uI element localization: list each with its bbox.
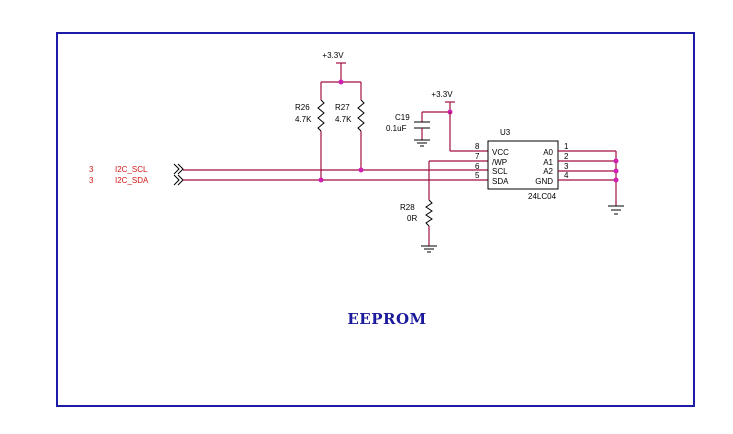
power-symbol-top: +3.3V xyxy=(321,51,361,85)
pin-num-2: 2 xyxy=(564,152,569,161)
junction xyxy=(318,177,324,183)
pin-name-wp: /WP xyxy=(492,158,507,167)
resistor-r26: R26 4.7K xyxy=(295,82,325,180)
chip-body xyxy=(487,140,559,190)
sheet-frame xyxy=(56,32,695,407)
chip-ref: U3 xyxy=(500,128,511,137)
net-sheet-sda: 3 xyxy=(89,176,94,185)
pin-name-sda: SDA xyxy=(492,177,509,186)
r28-ref: R28 xyxy=(400,203,415,212)
pin-num-1: 1 xyxy=(564,142,569,151)
junction xyxy=(338,79,344,85)
pin-num-8: 8 xyxy=(475,142,480,151)
r27-ref: R27 xyxy=(335,103,350,112)
r26-ref: R26 xyxy=(295,103,310,112)
pin-name-a2: A2 xyxy=(543,167,553,176)
pin-num-6: 6 xyxy=(475,162,480,171)
schematic-title: EEPROM xyxy=(347,310,426,328)
c19-ref: C19 xyxy=(395,113,410,122)
chip-u3: U3 24LC04 8 VCC 7 /WP 6 SCL 5 SDA A0 1 A… xyxy=(475,128,569,201)
pin-num-4: 4 xyxy=(564,171,569,180)
chip-part: 24LC04 xyxy=(528,192,557,201)
pin-name-scl: SCL xyxy=(492,167,508,176)
power-label-top: +3.3V xyxy=(322,51,344,60)
r26-value: 4.7K xyxy=(295,115,312,124)
pin-num-5: 5 xyxy=(475,171,480,180)
net-label-scl: I2C_SCL xyxy=(115,165,148,174)
net-label-sda: I2C_SDA xyxy=(115,176,149,185)
net-sheet-scl: 3 xyxy=(89,165,94,174)
pin-name-a0: A0 xyxy=(543,148,553,157)
capacitor-c19: +3.3V C19 0.1uF xyxy=(386,90,488,152)
junction xyxy=(613,168,619,174)
pin-name-a1: A1 xyxy=(543,158,553,167)
c19-value: 0.1uF xyxy=(386,124,407,133)
pin-num-7: 7 xyxy=(475,152,480,161)
junction xyxy=(613,158,619,164)
net-i2c-sda: 3 I2C_SDA xyxy=(89,174,488,186)
junction xyxy=(358,167,364,173)
power-label-cap: +3.3V xyxy=(431,90,453,99)
pin-name-gnd: GND xyxy=(535,177,553,186)
r28-value: 0R xyxy=(407,214,417,223)
net-i2c-scl: 3 I2C_SCL xyxy=(89,163,488,175)
pin-name-vcc: VCC xyxy=(492,148,509,157)
resistor-r28: R28 0R xyxy=(400,160,488,253)
pin-num-3: 3 xyxy=(564,162,569,171)
address-ground-bus xyxy=(558,150,624,215)
junction xyxy=(613,177,619,183)
resistor-r27: R27 4.7K xyxy=(335,82,365,170)
r27-value: 4.7K xyxy=(335,115,352,124)
